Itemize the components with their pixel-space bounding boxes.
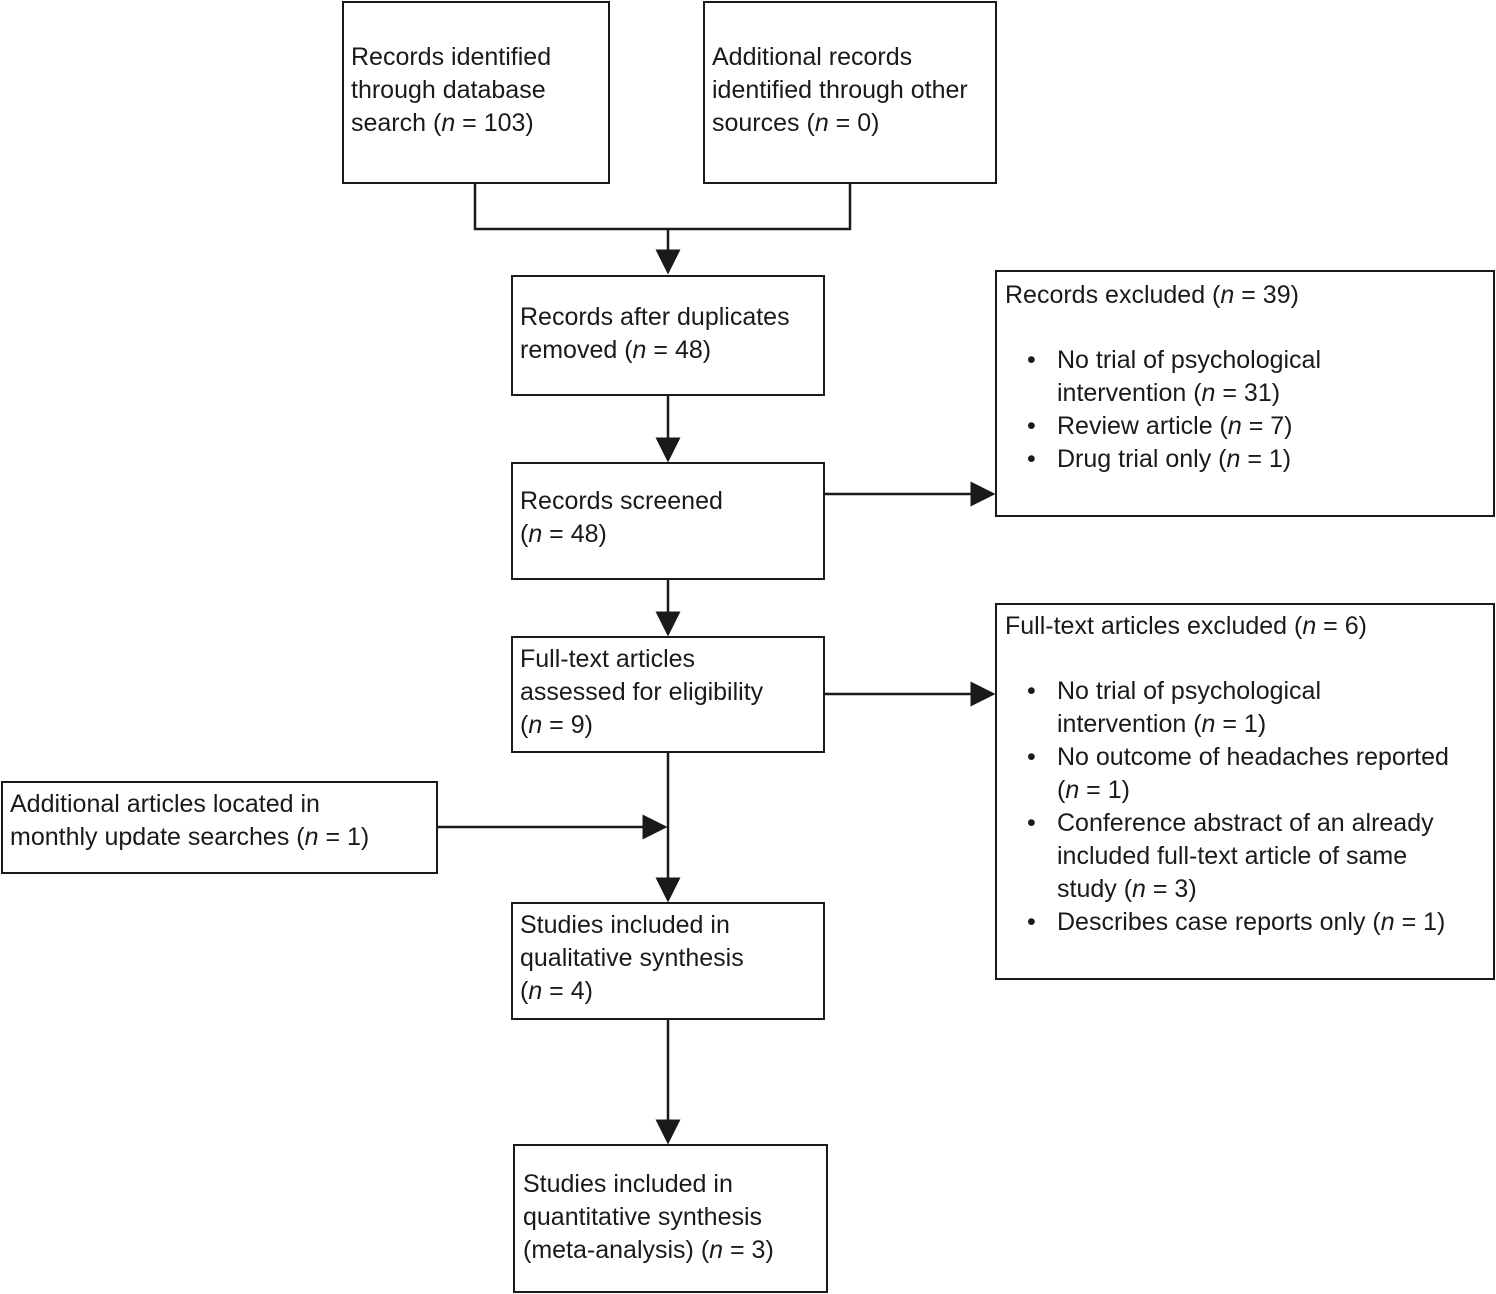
records-excluded-box: Records excluded (n = 39) No trial of ps… bbox=[995, 270, 1495, 517]
duplicates-removed-box: Records after duplicates removed (n = 48… bbox=[511, 275, 825, 396]
list-item: Describes case reports only (n = 1) bbox=[1005, 906, 1493, 939]
fulltext-assessed-box: Full-text articles assessed for eligibil… bbox=[511, 636, 825, 753]
records-excluded-title: Records excluded (n = 39) bbox=[1005, 281, 1299, 309]
records-screened-box: Records screened (n = 48) bbox=[511, 462, 825, 580]
fulltext-excluded-box: Full-text articles excluded (n = 6) No t… bbox=[995, 603, 1495, 980]
database-search-box: Records identified through database sear… bbox=[342, 1, 610, 184]
fulltext-excluded-title: Full-text articles excluded (n = 6) bbox=[1005, 612, 1367, 640]
list-item: Drug trial only (n = 1) bbox=[1005, 443, 1493, 476]
merge-connector bbox=[473, 182, 852, 231]
fulltext-excluded-list: No trial of psychological intervention (… bbox=[1005, 675, 1493, 939]
list-item: No trial of psychological intervention (… bbox=[1005, 675, 1493, 741]
list-item: No outcome of headaches reported (n = 1) bbox=[1005, 741, 1493, 807]
list-item: No trial of psychological intervention (… bbox=[1005, 344, 1493, 410]
monthly-update-box: Additional articles located in monthly u… bbox=[1, 781, 438, 874]
quantitative-synthesis-box: Studies included in quantitative synthes… bbox=[513, 1144, 828, 1293]
list-item: Review article (n = 7) bbox=[1005, 410, 1493, 443]
qualitative-synthesis-box: Studies included in qualitative synthesi… bbox=[511, 902, 825, 1020]
list-item: Conference abstract of an already includ… bbox=[1005, 807, 1493, 906]
other-sources-box: Additional records identified through ot… bbox=[703, 1, 997, 184]
records-excluded-list: No trial of psychological intervention (… bbox=[1005, 344, 1493, 476]
